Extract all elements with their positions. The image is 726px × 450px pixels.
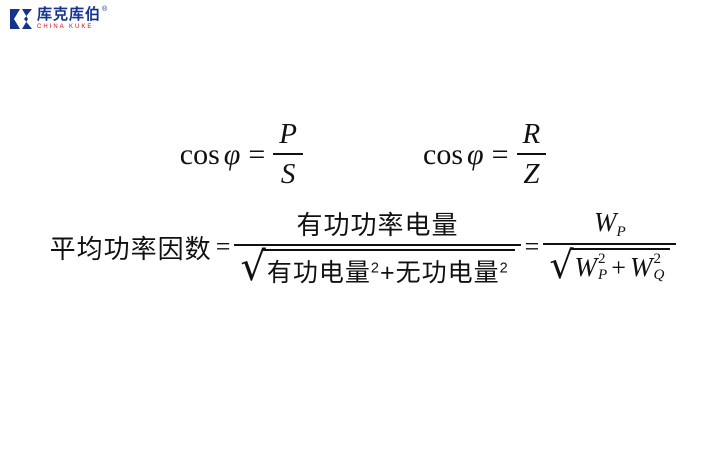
superscript-2: 2 xyxy=(598,250,606,267)
cos-function-label: cos xyxy=(423,137,463,171)
formula-row-cos-phi: cos φ = P S cos φ = R Z xyxy=(0,118,726,191)
formula-cos-phi-rz: cos φ = R Z xyxy=(423,118,547,191)
numerator-active-power-energy: 有功功率电量 xyxy=(296,210,459,240)
fraction-bar xyxy=(273,153,303,155)
fraction-bar xyxy=(234,244,521,246)
active-energy-term: 有功电量 xyxy=(266,259,371,287)
w-variable: W xyxy=(574,252,598,283)
equals-sign: = xyxy=(248,137,266,171)
numerator-wp: WP xyxy=(588,207,632,243)
average-power-factor-label: 平均功率因数 xyxy=(49,233,212,264)
subscript-q: Q xyxy=(653,266,665,283)
brand-text-block: 库克库伯 ® CHINA KUKE xyxy=(37,6,108,30)
radical-sign: √ xyxy=(240,244,266,290)
plus-sign: + xyxy=(611,252,626,282)
brand-tagline: CHINA KUKE xyxy=(37,24,94,30)
fraction-bar xyxy=(543,242,677,245)
subscript-p: P xyxy=(598,266,608,283)
formula-cos-phi-ps: cos φ = P S xyxy=(180,118,303,191)
superscript-2: 2 xyxy=(653,250,661,267)
fraction-p-over-s: P S xyxy=(273,118,303,191)
radicand: 有功电量2+无功电量2 xyxy=(262,249,515,289)
brand-logo: 库克库伯 ® CHINA KUKE xyxy=(8,6,108,31)
phi-variable: φ xyxy=(223,137,241,171)
phi-variable: φ xyxy=(467,137,484,171)
square-root: √ 有功电量2+无功电量2 xyxy=(240,244,515,290)
superscript-2: 2 xyxy=(370,260,380,277)
cos-function-label: cos xyxy=(179,137,220,171)
numerator-r: R xyxy=(522,118,541,150)
registered-trademark-symbol: ® xyxy=(102,6,108,13)
radical-sign: √ xyxy=(549,242,574,287)
numerator-p: P xyxy=(279,118,297,150)
denominator-z: Z xyxy=(523,158,540,190)
equals-sign: = xyxy=(524,232,540,261)
w-variable: W xyxy=(593,207,617,238)
w-variable: W xyxy=(629,252,653,283)
fraction-bar xyxy=(516,153,547,155)
denominator-sqrt-energy: √ 有功电量2+无功电量2 xyxy=(234,246,520,289)
subscript-p: P xyxy=(616,223,626,240)
brand-name: 库克库伯 xyxy=(37,6,102,23)
denominator-s: S xyxy=(280,158,296,190)
fraction-energy-terms: 有功功率电量 √ 有功电量2+无功电量2 xyxy=(234,205,521,289)
reactive-energy-term: 无功电量 xyxy=(395,259,500,287)
fraction-r-over-z: R Z xyxy=(516,118,547,191)
superscript-2: 2 xyxy=(499,260,509,277)
equals-sign: = xyxy=(215,232,231,261)
plus-sign: + xyxy=(379,259,396,287)
equals-sign: = xyxy=(491,137,509,171)
kuke-logo-icon xyxy=(10,9,32,29)
formula-row-average-power-factor: 平均功率因数 = 有功功率电量 √ 有功电量2+无功电量2 = WP xyxy=(0,205,726,289)
